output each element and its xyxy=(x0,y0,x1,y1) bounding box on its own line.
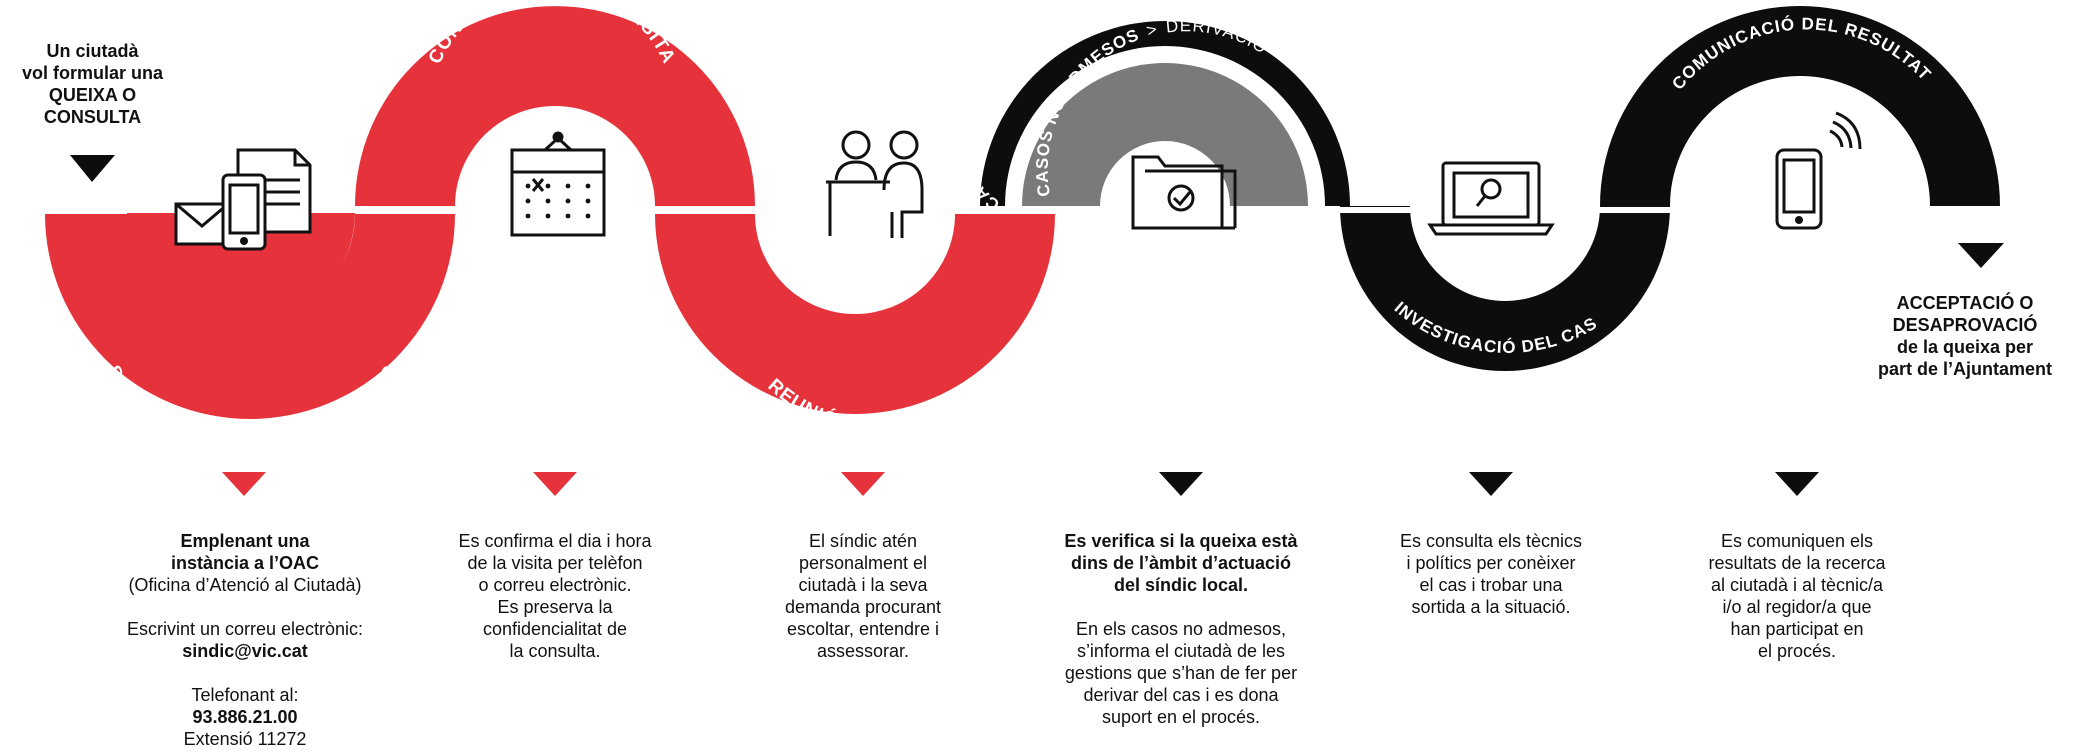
label-derivacio-arrow: > xyxy=(1145,19,1160,40)
step-arrow-6 xyxy=(1775,472,1819,496)
step-line: Es comuniquen els xyxy=(1720,531,1874,551)
step-line: 93.886.21.00 xyxy=(192,707,298,727)
step-line: el procés. xyxy=(1757,641,1837,661)
step-line: Es preserva la xyxy=(497,597,613,617)
step-line: personalment el xyxy=(798,553,928,573)
smartphone-signal-icon xyxy=(1775,111,1862,230)
end-line: ACCEPTACIÓ O xyxy=(1896,293,2034,313)
step-line: del síndic local. xyxy=(1113,575,1249,595)
step-arrow-5 xyxy=(1469,472,1513,496)
step-line: instància a l’OAC xyxy=(170,553,320,573)
step-line: i/o al regidor/a que xyxy=(1722,597,1872,617)
step-line: Es confirma el dia i hora xyxy=(458,531,652,551)
step-line: el cas i trobar una xyxy=(1419,575,1563,595)
step-line: suport en el procés. xyxy=(1101,707,1261,727)
step-arrow-4 xyxy=(1159,472,1203,496)
step-line: Escrivint un correu electrònic: xyxy=(126,619,364,639)
start-arrow xyxy=(70,155,115,182)
step-line: resultats de la recerca xyxy=(1708,553,1886,573)
step-line: ciutadà i la seva xyxy=(798,575,928,595)
end-text: ACCEPTACIÓ O DESAPROVACIÓ de la queixa p… xyxy=(1850,292,2080,380)
step-line: gestions que s’han de fer per xyxy=(1064,663,1298,683)
step-line: Extensió 11272 xyxy=(183,729,307,749)
line-gap xyxy=(110,662,380,684)
band-comunicacio xyxy=(1600,6,2000,206)
step-line: demanda procurant xyxy=(784,597,942,617)
start-line: QUEIXA O xyxy=(48,85,137,105)
process-band xyxy=(45,6,2000,419)
step-line: han participat en xyxy=(1730,619,1864,639)
start-line: vol formular una xyxy=(21,63,164,83)
band-solicitud xyxy=(45,210,355,326)
calendar-icon xyxy=(510,131,606,237)
step-line: la consulta. xyxy=(509,641,601,661)
start-text: Un ciutadà vol formular una QUEIXA O CON… xyxy=(0,40,185,128)
step-arrow-3 xyxy=(841,472,885,496)
line-gap xyxy=(110,596,380,618)
step-line: i polítics per conèixer xyxy=(1406,553,1576,573)
step-line: derivar del cas i es dona xyxy=(1083,685,1279,705)
band-divider xyxy=(45,207,2000,213)
end-line: part de l’Ajuntament xyxy=(1877,359,2052,379)
band-solicitud-arc xyxy=(45,214,455,419)
line-gap xyxy=(1046,596,1316,618)
step-line: escoltar, entendre i xyxy=(786,619,940,639)
band-reunio xyxy=(655,214,1055,414)
step-arrow-1 xyxy=(222,472,266,496)
step-arrow-2 xyxy=(533,472,577,496)
step-line: Es verifica si la queixa està xyxy=(1064,531,1298,551)
end-arrow xyxy=(1958,243,2004,268)
step-line: dins de l’àmbit d’actuació xyxy=(1070,553,1292,573)
step-line: (Oficina d’Atenció al Ciutadà) xyxy=(128,575,362,595)
end-line: DESAPROVACIÓ xyxy=(1892,315,2038,335)
end-line: de la queixa per xyxy=(1896,337,2034,357)
laptop-search-icon xyxy=(1427,161,1555,236)
envelope-documents-phone-icon xyxy=(174,148,312,251)
step-line: Telefonant al: xyxy=(191,685,299,705)
band-casos-admesos xyxy=(980,21,1350,206)
step-line: confidencialitat de xyxy=(482,619,628,639)
step-line: assessorar. xyxy=(816,641,910,661)
meeting-people-icon xyxy=(826,130,924,238)
step-line: s’informa el ciutadà de les xyxy=(1076,641,1286,661)
band-confirmacio xyxy=(355,6,755,206)
step-line: En els casos no admesos, xyxy=(1075,619,1287,639)
folder-check-icon xyxy=(1131,155,1237,230)
band-investigacio xyxy=(1340,206,1670,371)
start-line: Un ciutadà xyxy=(46,41,139,61)
step-line: sindic@vic.cat xyxy=(182,641,308,661)
step-line: sortida a la situació. xyxy=(1411,597,1571,617)
step-line: al ciutadà i al tècnic/a xyxy=(1710,575,1884,595)
step-line: El síndic atén xyxy=(808,531,918,551)
step-line: Emplenant una xyxy=(180,531,310,551)
step-line: Es consulta els tècnics xyxy=(1399,531,1583,551)
start-line: CONSULTA xyxy=(43,107,142,127)
step-line: de la visita per telèfon xyxy=(467,553,643,573)
step-line: o correu electrònic. xyxy=(478,575,632,595)
